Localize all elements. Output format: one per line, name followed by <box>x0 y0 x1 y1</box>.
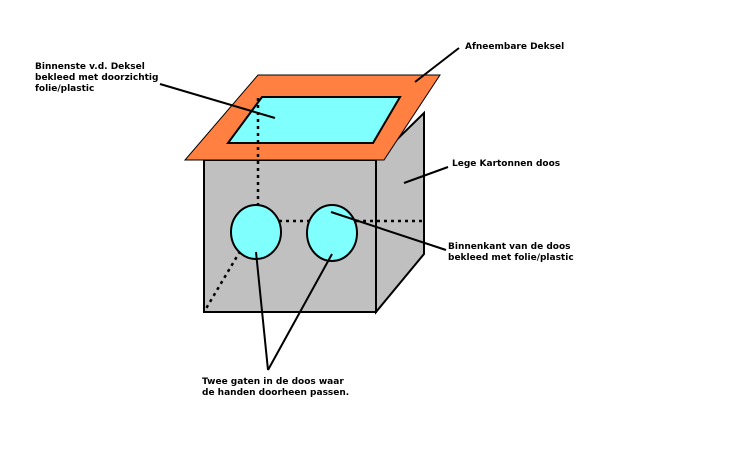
hand-hole-right <box>306 204 358 262</box>
leader-holes-right <box>267 253 333 371</box>
label-inside-box-line1: Binnenkant van de doos <box>448 242 571 252</box>
leader-inside-box <box>330 211 447 251</box>
label-lid-inside-line3: folie/plastic <box>35 84 95 94</box>
label-removable-lid-line1: Afneembare Deksel <box>465 42 565 52</box>
label-lid-inside-line2: bekleed met doorzichtig <box>35 73 159 83</box>
label-inside-box: Binnenkant van de doos bekleed met folie… <box>448 242 574 264</box>
label-lid-inside-line1: Binnenste v.d. Deksel <box>35 62 145 72</box>
label-empty-box: Lege Kartonnen doos <box>452 159 560 170</box>
leader-removable-lid <box>414 47 460 83</box>
hand-hole-left <box>230 204 282 260</box>
leader-lid-inside <box>159 83 276 119</box>
label-lid-inside: Binnenste v.d. Deksel bekleed met doorzi… <box>35 62 158 95</box>
lid-window <box>226 96 402 144</box>
label-empty-box-line1: Lege Kartonnen doos <box>452 159 561 169</box>
label-inside-box-line2: bekleed met folie/plastic <box>448 253 574 263</box>
label-removable-lid: Afneembare Deksel <box>465 42 564 53</box>
label-holes-line1: Twee gaten in de doos waar <box>202 377 344 387</box>
leader-holes-left <box>255 251 269 371</box>
label-holes-line2: de handen doorheen passen. <box>202 388 350 398</box>
leader-empty-box <box>403 166 449 184</box>
label-holes: Twee gaten in de doos waar de handen doo… <box>202 377 349 399</box>
